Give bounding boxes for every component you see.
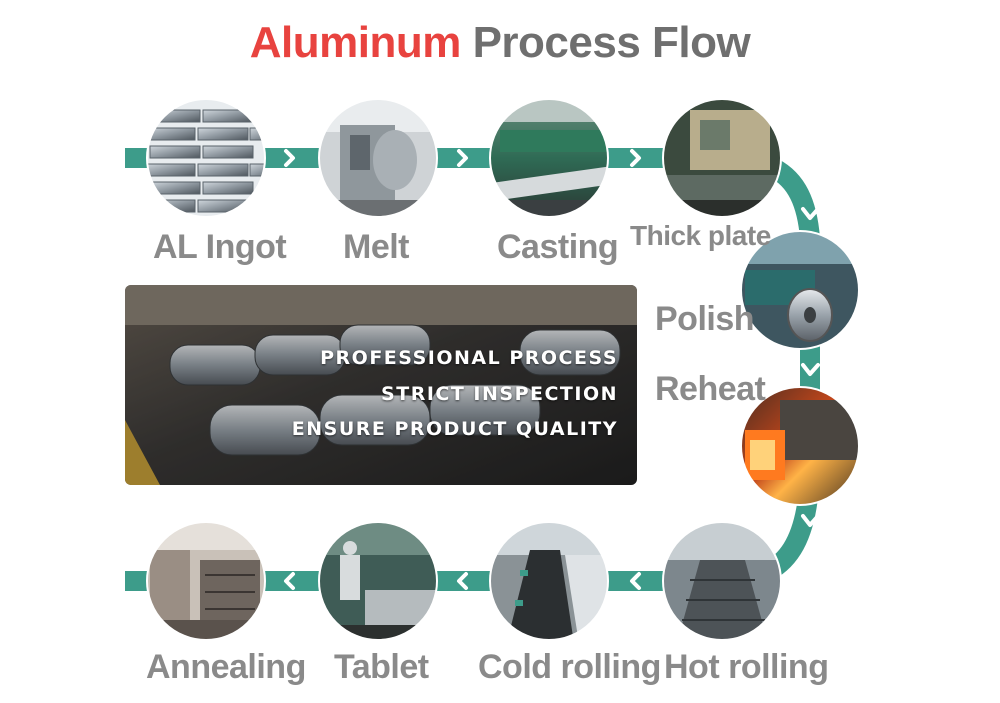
step-label-hot-rolling: Hot rolling — [664, 648, 829, 686]
step-label-casting: Casting — [497, 228, 619, 266]
step-label-cold-rolling: Cold rolling — [478, 648, 661, 686]
step-photo-annealing — [147, 522, 265, 640]
step-photo-hot-rolling — [663, 522, 781, 640]
step-label-thick-plate: Thick plate — [630, 220, 771, 251]
step-photo-reheat — [741, 387, 859, 505]
title-rest: Process Flow — [472, 18, 751, 67]
step-photo-cold-rolling — [490, 522, 608, 640]
flow-chevrons — [284, 149, 820, 590]
step-label-annealing: Annealing — [146, 648, 306, 686]
step-photo-thick-plate — [663, 99, 781, 217]
banner-line-strict-inspection: STRICT INSPECTION — [381, 383, 618, 405]
banner-photo-aluminum-coils — [125, 285, 637, 485]
page-title: Aluminum Process Flow — [0, 18, 1000, 68]
step-label-tablet: Tablet — [334, 648, 429, 686]
step-label-reheat: Reheat — [655, 370, 766, 408]
step-label-al-ingot: AL Ingot — [153, 228, 287, 266]
title-accent: Aluminum — [249, 18, 462, 67]
step-photo-al-ingot — [147, 99, 265, 217]
banner-line-professional-process: PROFESSIONAL PROCESS — [320, 347, 618, 369]
step-photo-casting — [490, 99, 608, 217]
banner-line-ensure-product-quality: ENSURE PRODUCT QUALITY — [291, 418, 618, 440]
step-photo-tablet — [319, 522, 437, 640]
step-label-melt: Melt — [343, 228, 410, 266]
step-label-polish: Polish — [655, 300, 755, 338]
step-photo-melt — [319, 99, 437, 217]
step-photo-rims — [146, 98, 860, 641]
